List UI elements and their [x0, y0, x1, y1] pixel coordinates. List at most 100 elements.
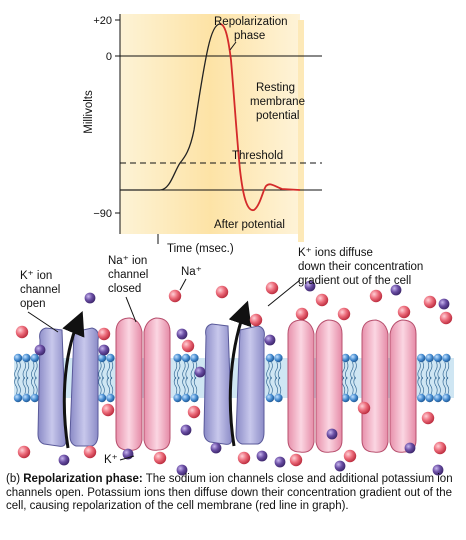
na-ion [397, 305, 411, 319]
k-ion [210, 442, 222, 454]
lipid-tail [442, 376, 446, 395]
na-ion [215, 285, 229, 299]
k-ion [84, 292, 96, 304]
k-channel-1 [37, 327, 99, 447]
lipid-tail [266, 361, 270, 380]
resting-marker-bar [298, 20, 304, 242]
lipid-tail [34, 361, 38, 380]
lipid-tail [420, 361, 424, 380]
phospholipid-head [173, 393, 182, 403]
phospholipid-head [97, 353, 107, 363]
na-ion [168, 289, 182, 303]
lipid-tail [269, 361, 273, 380]
na-ion [83, 445, 97, 459]
resting-label-line3: potential [256, 110, 299, 122]
k-ion [58, 454, 70, 466]
na-channel-pointer [125, 296, 137, 323]
phospholipid-head [442, 393, 451, 403]
lipid-tail [173, 376, 178, 395]
lipid-tail [274, 376, 278, 395]
k-ion [390, 284, 402, 296]
na-ion [17, 445, 31, 459]
lipid-tail [266, 376, 270, 395]
caption-prefix: (b) [6, 473, 24, 485]
k-efflux-arrow-1 [62, 310, 85, 449]
na-ion [357, 401, 371, 415]
resting-label-line1: Resting [256, 82, 295, 94]
na-ion [439, 311, 453, 325]
phospholipid-head [341, 393, 350, 403]
na-ion [181, 339, 195, 353]
lipid-tail [177, 361, 181, 380]
k-ion [326, 428, 338, 440]
ion-layer [15, 280, 453, 476]
k-ion [256, 450, 268, 462]
lipid-tail [185, 361, 189, 380]
tick-label-top: +20 [93, 15, 112, 27]
na-ion-pointer [179, 278, 187, 291]
na-ion [187, 405, 201, 419]
lipid-tail [98, 361, 102, 380]
lipid-tail [345, 376, 349, 395]
repolarization-pointer [229, 41, 237, 51]
after-potential-label: After potential [214, 219, 285, 231]
lipid-tail [31, 376, 35, 395]
lipid-heads [13, 353, 451, 403]
na-ion [315, 293, 329, 307]
graph-background [120, 14, 300, 234]
resting-label-line2: membrane [250, 96, 305, 108]
lipid-tail [429, 361, 433, 380]
phospholipid-head [13, 393, 23, 403]
k-ion-pointer [119, 455, 135, 461]
diffuse-label-line1: K⁺ ions diffuse [298, 247, 373, 259]
k-ion [34, 344, 46, 356]
lipid-tail [98, 376, 102, 395]
lipid-tail [417, 376, 421, 395]
caption-title: Repolarization phase: [23, 473, 143, 485]
phospholipid-head [341, 353, 350, 363]
phospholipid-head [425, 353, 434, 363]
na-ion [433, 441, 447, 455]
na-channel-label-line3: closed [108, 283, 141, 295]
na-ion [421, 411, 435, 425]
na-ion [97, 327, 111, 341]
repolarization-trace [219, 23, 301, 211]
phospholipid-head [22, 393, 31, 403]
lipid-tail [22, 376, 26, 395]
na-ion-label: Na⁺ [181, 266, 202, 278]
phospholipid-head [265, 393, 275, 403]
phospholipid-head [274, 393, 283, 403]
lipid-tail [17, 376, 21, 395]
na-ion [101, 403, 115, 417]
y-axis-label: Millivolts [83, 90, 95, 134]
lipid-tail [434, 376, 438, 395]
figure-caption: (b) Repolarization phase: The sodium ion… [6, 473, 458, 514]
repolarization-label-line2: phase [234, 30, 265, 42]
phospholipid-head [190, 353, 199, 363]
depolarization-trace [120, 23, 221, 191]
lipid-tail [425, 361, 430, 380]
phospholipid-head [97, 393, 107, 403]
diffuse-label-line2: down their concentration [298, 261, 423, 273]
lipid-tail [350, 376, 354, 395]
lipid-tail [17, 361, 21, 380]
cell-membrane [13, 300, 454, 453]
phospholipid-head [181, 353, 191, 363]
na-ion [369, 289, 383, 303]
na-channel-label-line2: channel [108, 269, 148, 281]
caption-body: The sodium ion channels close and additi… [6, 473, 453, 513]
diffuse-label-line3: gradient out of the cell [298, 275, 411, 287]
lipid-tail [437, 376, 441, 395]
k-ion [194, 366, 206, 378]
tick-label-bottom: −90 [93, 208, 112, 220]
k-ion [180, 424, 192, 436]
lipid-tail [190, 376, 194, 395]
phospholipid-head [417, 353, 426, 363]
k-ion [404, 442, 416, 454]
k-ion [274, 456, 286, 468]
diffuse-pointer [267, 279, 301, 307]
phospholipid-head [30, 393, 39, 403]
lipid-tail [417, 361, 421, 380]
na-channel-label-line1: Na⁺ ion [108, 255, 147, 267]
lipid-tail [353, 376, 357, 395]
